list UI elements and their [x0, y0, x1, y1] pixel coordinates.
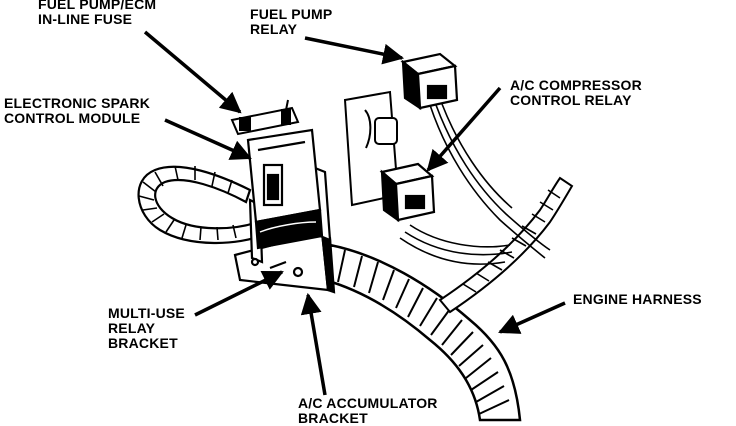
label-line: BRACKET [298, 410, 368, 426]
label-line: RELAY [108, 320, 156, 336]
label-line: A/C ACCUMULATOR [298, 395, 438, 411]
small-harness [438, 176, 574, 314]
label-multi-use-relay-bracket: MULTI-USE RELAY BRACKET [108, 306, 185, 351]
label-line: CONTROL RELAY [510, 92, 632, 108]
label-ac-accumulator-bracket: A/C ACCUMULATOR BRACKET [298, 396, 438, 426]
label-line: A/C COMPRESSOR [510, 77, 642, 93]
ac-relay-arrow [426, 86, 502, 172]
label-electronic-spark-control-module: ELECTRONIC SPARK CONTROL MODULE [4, 96, 150, 126]
fuel-pump-relay-arrow [304, 36, 405, 65]
label-line: ENGINE HARNESS [573, 291, 702, 307]
esc-module-arrow [164, 118, 252, 160]
label-line: MULTI-USE [108, 305, 185, 321]
label-line: RELAY [250, 21, 298, 37]
label-engine-harness: ENGINE HARNESS [573, 292, 702, 307]
multi-use-bracket [233, 166, 336, 294]
label-line: FUEL PUMP [250, 6, 333, 22]
left-harness-conduit [137, 165, 264, 245]
label-line: FUEL PUMP/ECM [38, 0, 157, 12]
ac-relay-body [379, 162, 436, 223]
fuel-pump-relay-body [400, 52, 459, 111]
label-line: IN-LINE FUSE [38, 11, 133, 27]
relay-wires [399, 103, 551, 265]
engine-harness-conduit [323, 243, 522, 422]
fuse-arrow [143, 30, 242, 114]
label-fuel-pump-ecm-fuse: FUEL PUMP/ECM IN-LINE FUSE [38, 0, 156, 27]
accumulator-bracket-arrow [300, 292, 327, 396]
engine-harness-arrow [498, 301, 566, 334]
callout-arrows [143, 30, 566, 396]
label-ac-compressor-control-relay: A/C COMPRESSOR CONTROL RELAY [510, 78, 642, 108]
label-fuel-pump-relay: FUEL PUMP RELAY [250, 7, 332, 37]
bracket-arrow [194, 270, 284, 317]
inline-fuse-body [230, 99, 300, 136]
label-line: BRACKET [108, 335, 178, 351]
esc-module-body [246, 128, 324, 250]
label-line: CONTROL MODULE [4, 110, 141, 126]
label-line: ELECTRONIC SPARK [4, 95, 151, 111]
